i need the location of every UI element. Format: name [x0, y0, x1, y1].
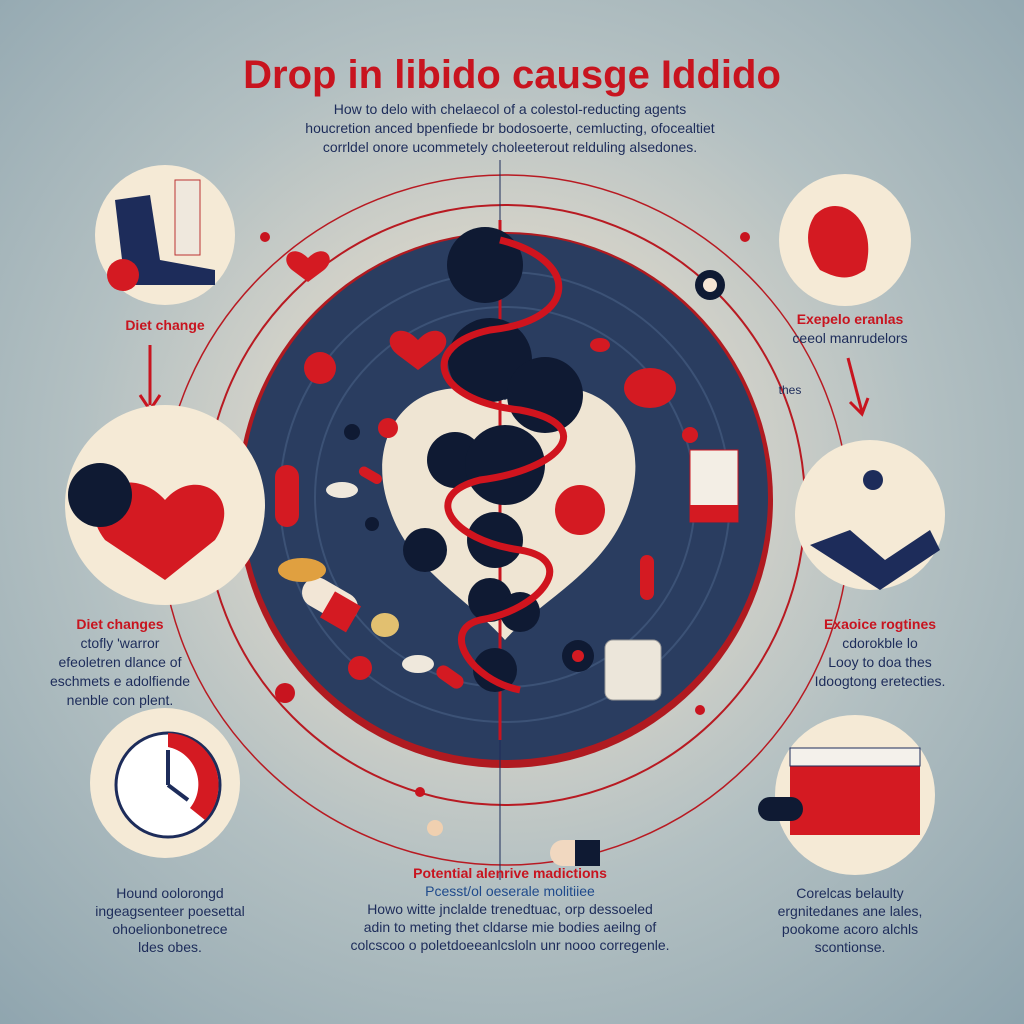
bottom-center-section: Potential alenrive madictions Pcesst/ol … — [300, 864, 720, 954]
bottom-center-label: Potential alenrive madictions — [413, 865, 607, 881]
mid-left-label: Diet changes — [76, 616, 164, 632]
page-title: Drop in libido causge Iddido — [243, 53, 781, 97]
text-line: ohoelionbonetrece — [112, 921, 228, 937]
pills-icon — [275, 338, 698, 866]
text-line: ergnitedanes ane lales, — [777, 903, 923, 919]
text-line: adin to meting thet cldarse mie bodies a… — [363, 919, 657, 935]
side-note: thes — [778, 383, 802, 397]
subtitle-line: How to delo with chelaecol of a colestol… — [333, 101, 687, 117]
text-line: ingeagsenteer poesettal — [95, 903, 245, 919]
top-left-label: Diet change — [125, 317, 205, 333]
text-line: ldes obes. — [138, 939, 202, 955]
molecule-chain-icon — [403, 227, 583, 692]
coin-stack-icon — [604, 639, 662, 701]
bottom-right-section: Corelcas belaulty ergnitedanes ane lales… — [745, 884, 955, 956]
text-line: Howo witte jnclalde trenedtuac, orp dess… — [367, 901, 653, 917]
top-right-sub: ceeol manrudelors — [792, 330, 908, 346]
mid-left-section: Diet changes ctofly 'warror efeoletren d… — [40, 615, 200, 710]
subtitle-line: houcretion anced bpenfiede br bodosoerte… — [305, 120, 715, 136]
arrow-icon — [846, 357, 870, 417]
text-line: Looy to doa thes — [828, 654, 932, 670]
text-line: Idoogtong eretecties. — [814, 673, 946, 689]
top-right-section: Exepelo eranlas ceeol manrudelors — [760, 310, 940, 348]
text-line: nenble con plent. — [66, 692, 174, 708]
arrow-icon — [138, 345, 162, 413]
heart-icon — [389, 330, 447, 370]
text-line: efeoletren dlance of — [58, 654, 182, 670]
heart-icon — [286, 251, 330, 282]
caduceus-snake-icon — [440, 236, 568, 694]
text-line: pookome acoro alchls — [781, 921, 919, 937]
text-line: scontionse. — [814, 939, 886, 955]
mid-right-section: Exaoice rogtines cdorokble lo Looy to do… — [795, 615, 965, 691]
heart-icon — [624, 368, 676, 408]
subtitle: How to delo with chelaecol of a colestol… — [180, 100, 840, 157]
bottom-left-section: Hound oolorongd ingeagsenteer poesettal … — [70, 884, 270, 956]
location-pin-icon — [555, 485, 605, 535]
subtitle-line: corrldel onore ucommetely choleeterout r… — [322, 139, 698, 155]
text-line: eschmets e adolfiende — [49, 673, 191, 689]
top-right-label: Exepelo eranlas — [796, 311, 904, 327]
text-line: Hound oolorongd — [116, 885, 224, 901]
text-line: colcscoo o poletdoeeanlcsloln unr nooo c… — [350, 937, 670, 953]
text-line: ctofly 'warror — [80, 635, 160, 651]
mid-right-label: Exaoice rogtines — [823, 616, 937, 632]
bottom-center-sub: Pcesst/ol oeserale molitiiee — [425, 883, 595, 899]
text-line: Corelcas belaulty — [796, 885, 904, 901]
text-line: cdorokble lo — [842, 635, 918, 651]
